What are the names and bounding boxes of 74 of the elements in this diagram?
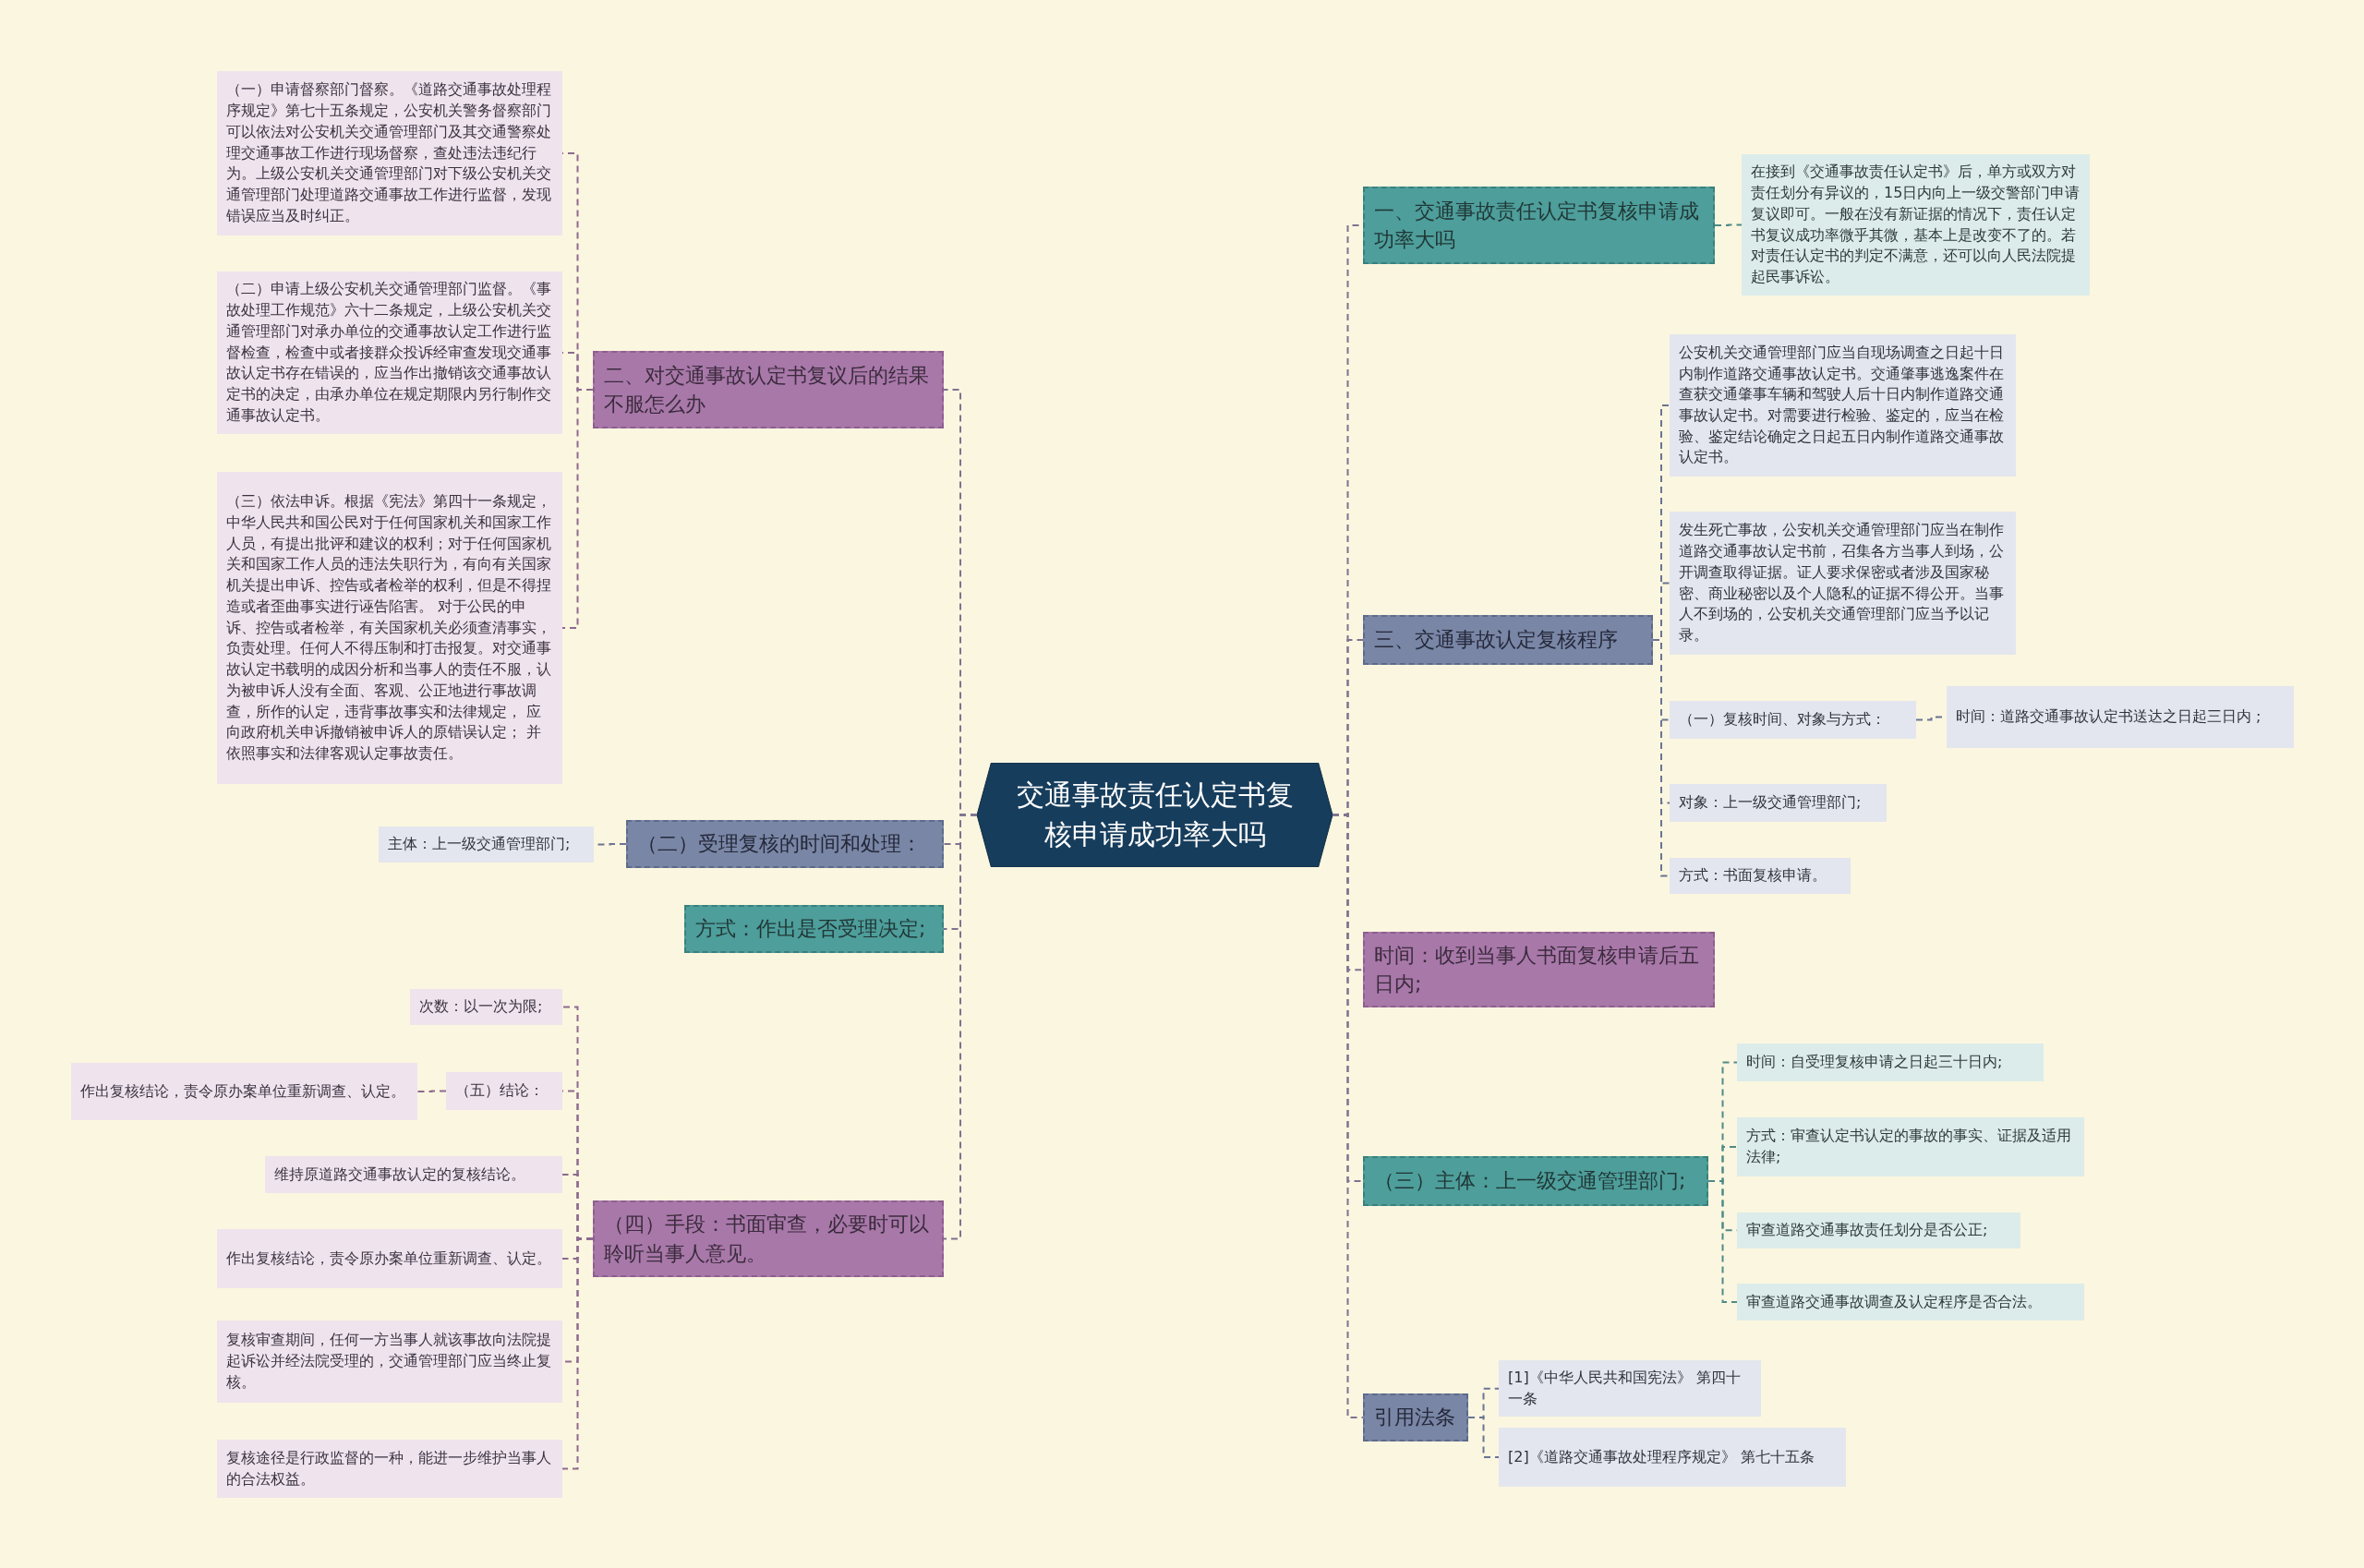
branch-box — [1363, 1156, 1708, 1206]
node-text: 三、交通事故认定复核程序 — [1374, 627, 1618, 654]
node-text: 作出复核结论，责令原办案单位重新调查、认定。 — [80, 1080, 405, 1102]
node-text: 次数：以一次为限; — [419, 996, 543, 1018]
leaf-box — [217, 1440, 562, 1498]
leaf-box — [1670, 784, 1887, 822]
connector-line — [1467, 1417, 1500, 1458]
leaf-box — [446, 1072, 562, 1110]
node-text: （二）申请上级公安机关交通管理部门监督。《事故处理工作规范》六十二条规定，上级公安机关交通管理部门对承办单位的交通事故认定工作进行监督检查，检查中或者接群众投诉经审查发现交通事故认定书存在错误的，应当作出撤销该交通事故认定书的决定，由承办单位在规定期限内另行制作交通事故认定书。 — [226, 279, 552, 426]
node-text: 方式：审查认定书认定的事故的事实、证据及适用法律; — [1746, 1126, 2072, 1167]
leaf-box — [1947, 686, 2294, 748]
leaf-box — [1499, 1428, 1846, 1487]
node-text: 一、交通事故责任认定书复核申请成功率大吗 — [1374, 198, 1700, 253]
node-text: （四）手段：书面审查，必要时可以聆听当事人意见。 — [604, 1212, 930, 1267]
node-text: [1]《中华人民共和国宪法》 第四十一条 — [1508, 1368, 1742, 1409]
node-text: 时间：收到当事人书面复核申请后五日内; — [1374, 943, 1700, 998]
node-text: 公安机关交通管理部门应当自现场调查之日起十日内制作道路交通事故认定书。交通肇事逃逸案件在查获交通肇事车辆和驾驶人后十日内制作道路交通事故认定书。对需要进行检验、鉴定的，应当在检验、鉴定结论确定之日起五日内制作道路交通事故认定书。 — [1679, 342, 2005, 468]
node-text: 在接到《交通事故责任认定书》后，单方或双方对责任划分有异议的，15日内向上一级交警部门申请复议即可。一般在没有新证据的情况下，责任认定书复议成功率微乎其微，基本上是改变不了的。若对责任认定书的判定不满意，还可以向人民法院提起民事诉讼。 — [1751, 162, 2081, 287]
leaf-box — [217, 71, 562, 235]
leaf-box — [1737, 1284, 2084, 1321]
node-text: 主体：上一级交通管理部门; — [388, 834, 571, 855]
node-text: 时间：道路交通事故认定书送达之日起三日内 ; — [1956, 706, 2261, 728]
node-text: 交通事故责任认定书复核申请成功率大吗 — [1015, 777, 1295, 852]
node-text: （二）受理复核的时间和处理： — [637, 831, 922, 858]
leaf-box — [1670, 334, 2016, 476]
leaf-box — [71, 1063, 417, 1120]
leaf-box — [1737, 1043, 2044, 1081]
leaf-box — [1670, 701, 1916, 739]
node-text: （一）复核时间、对象与方式： — [1679, 709, 1886, 730]
leaf-box — [379, 826, 594, 862]
node-text: （五）结论： — [455, 1080, 544, 1102]
branch-box — [626, 820, 944, 868]
node-text: 二、对交通事故认定书复议后的结果不服怎么办 — [604, 362, 930, 417]
connector-line — [416, 1090, 447, 1092]
branch-box — [1363, 187, 1715, 264]
leaf-box — [1670, 858, 1851, 894]
central-topic-hexagon — [977, 763, 1333, 867]
connector-line — [1707, 1180, 1738, 1303]
leaf-box — [1737, 1117, 2084, 1176]
leaf-box — [1670, 512, 2016, 655]
branch-box — [684, 905, 944, 953]
leaf-box — [1742, 154, 2090, 296]
node-text: 复核审查期间，任何一方当事人就该事故向法院提起诉讼并经法院受理的，交通管理部门应当终止复核。 — [226, 1330, 552, 1393]
branch-box — [593, 1200, 944, 1277]
node-text: 作出复核结论，责令原办案单位重新调查、认定。 — [226, 1248, 551, 1269]
node-text: 复核途径是行政监督的一种，能进一步维护当事人的合法权益。 — [226, 1447, 552, 1490]
connector-line — [561, 389, 594, 629]
branch-box — [593, 351, 944, 428]
connector-line — [943, 814, 978, 1240]
node-text: 维持原道路交通事故认定的复核结论。 — [274, 1164, 525, 1185]
connector-line — [1652, 639, 1670, 877]
node-text: 对象：上一级交通管理部门; — [1679, 792, 1862, 814]
node-text: 发生死亡事故，公安机关交通管理部门应当在制作道路交通事故认定书前，召集各方当事人到场，公开调查取得证据。证人要求保密或者涉及国家秘密、商业秘密以及个人隐私的证据不得公开。当事人不到场的，公安机关交通管理部门应当予以记录。 — [1679, 520, 2005, 645]
leaf-box — [1499, 1360, 1761, 1417]
node-text: （三）依法申诉。根据《宪法》第四十一条规定，中华人民共和国公民对于任何国家机关和国家工作人员，有提出批评和建议的权利；对于任何国家机关和国家工作人员的违法失职行为，有向有关国家机关提出申诉、控告或者检举的权利，但是不得捏造或者歪曲事实进行诬告陷害。 对于公民的申诉、控告或者检举，有关国家机关必须查清事实，负责处理。任何人不得压制和打击报复。对交通事故认定书载明的成因分析和当事人的责任不服，认为被申诉人没有全面、客观、公正地进行事故调查，所作的认定，违背事故事实和法律规定， 应向政府机关申诉撤销被申诉人的原错误认定； 并依照事实和法律客观认定事故责任。 — [226, 491, 552, 764]
leaf-box — [265, 1156, 562, 1193]
leaf-box — [1737, 1212, 2020, 1248]
connector-line — [1714, 223, 1743, 226]
connector-line — [561, 1237, 594, 1470]
leaf-box — [217, 472, 562, 784]
node-text: 方式：作出是否受理决定; — [695, 916, 926, 943]
node-text: （一）申请督察部门督察。《道路交通事故处理程序规定》第七十五条规定，公安机关警务督察部门可以依法对公安机关交通管理部门及其交通警察处理交通事故工作进行现场督察，查处违法违纪行为。上级公安机关交通管理部门对下级公安机关交通管理部门处理道路交通事故工作进行监督，发现错误应当及时纠正。 — [226, 79, 552, 226]
node-text: 引用法条 — [1374, 1405, 1455, 1431]
branch-box — [1363, 1393, 1468, 1441]
node-text: （三）主体：上一级交通管理部门; — [1374, 1168, 1686, 1195]
node-text: 审查道路交通事故调查及认定程序是否合法。 — [1746, 1291, 2042, 1312]
leaf-box — [410, 989, 562, 1025]
node-text: 方式：书面复核申请。 — [1679, 865, 1827, 887]
node-text: [2]《道路交通事故处理程序规定》 第七十五条 — [1508, 1446, 1815, 1467]
branch-box — [1363, 932, 1715, 1008]
node-text: 审查道路交通事故责任划分是否公正; — [1746, 1220, 1988, 1240]
node-text: 时间：自受理复核申请之日起三十日内; — [1746, 1052, 2003, 1073]
leaf-box — [217, 1229, 562, 1288]
branch-box — [1363, 615, 1653, 665]
